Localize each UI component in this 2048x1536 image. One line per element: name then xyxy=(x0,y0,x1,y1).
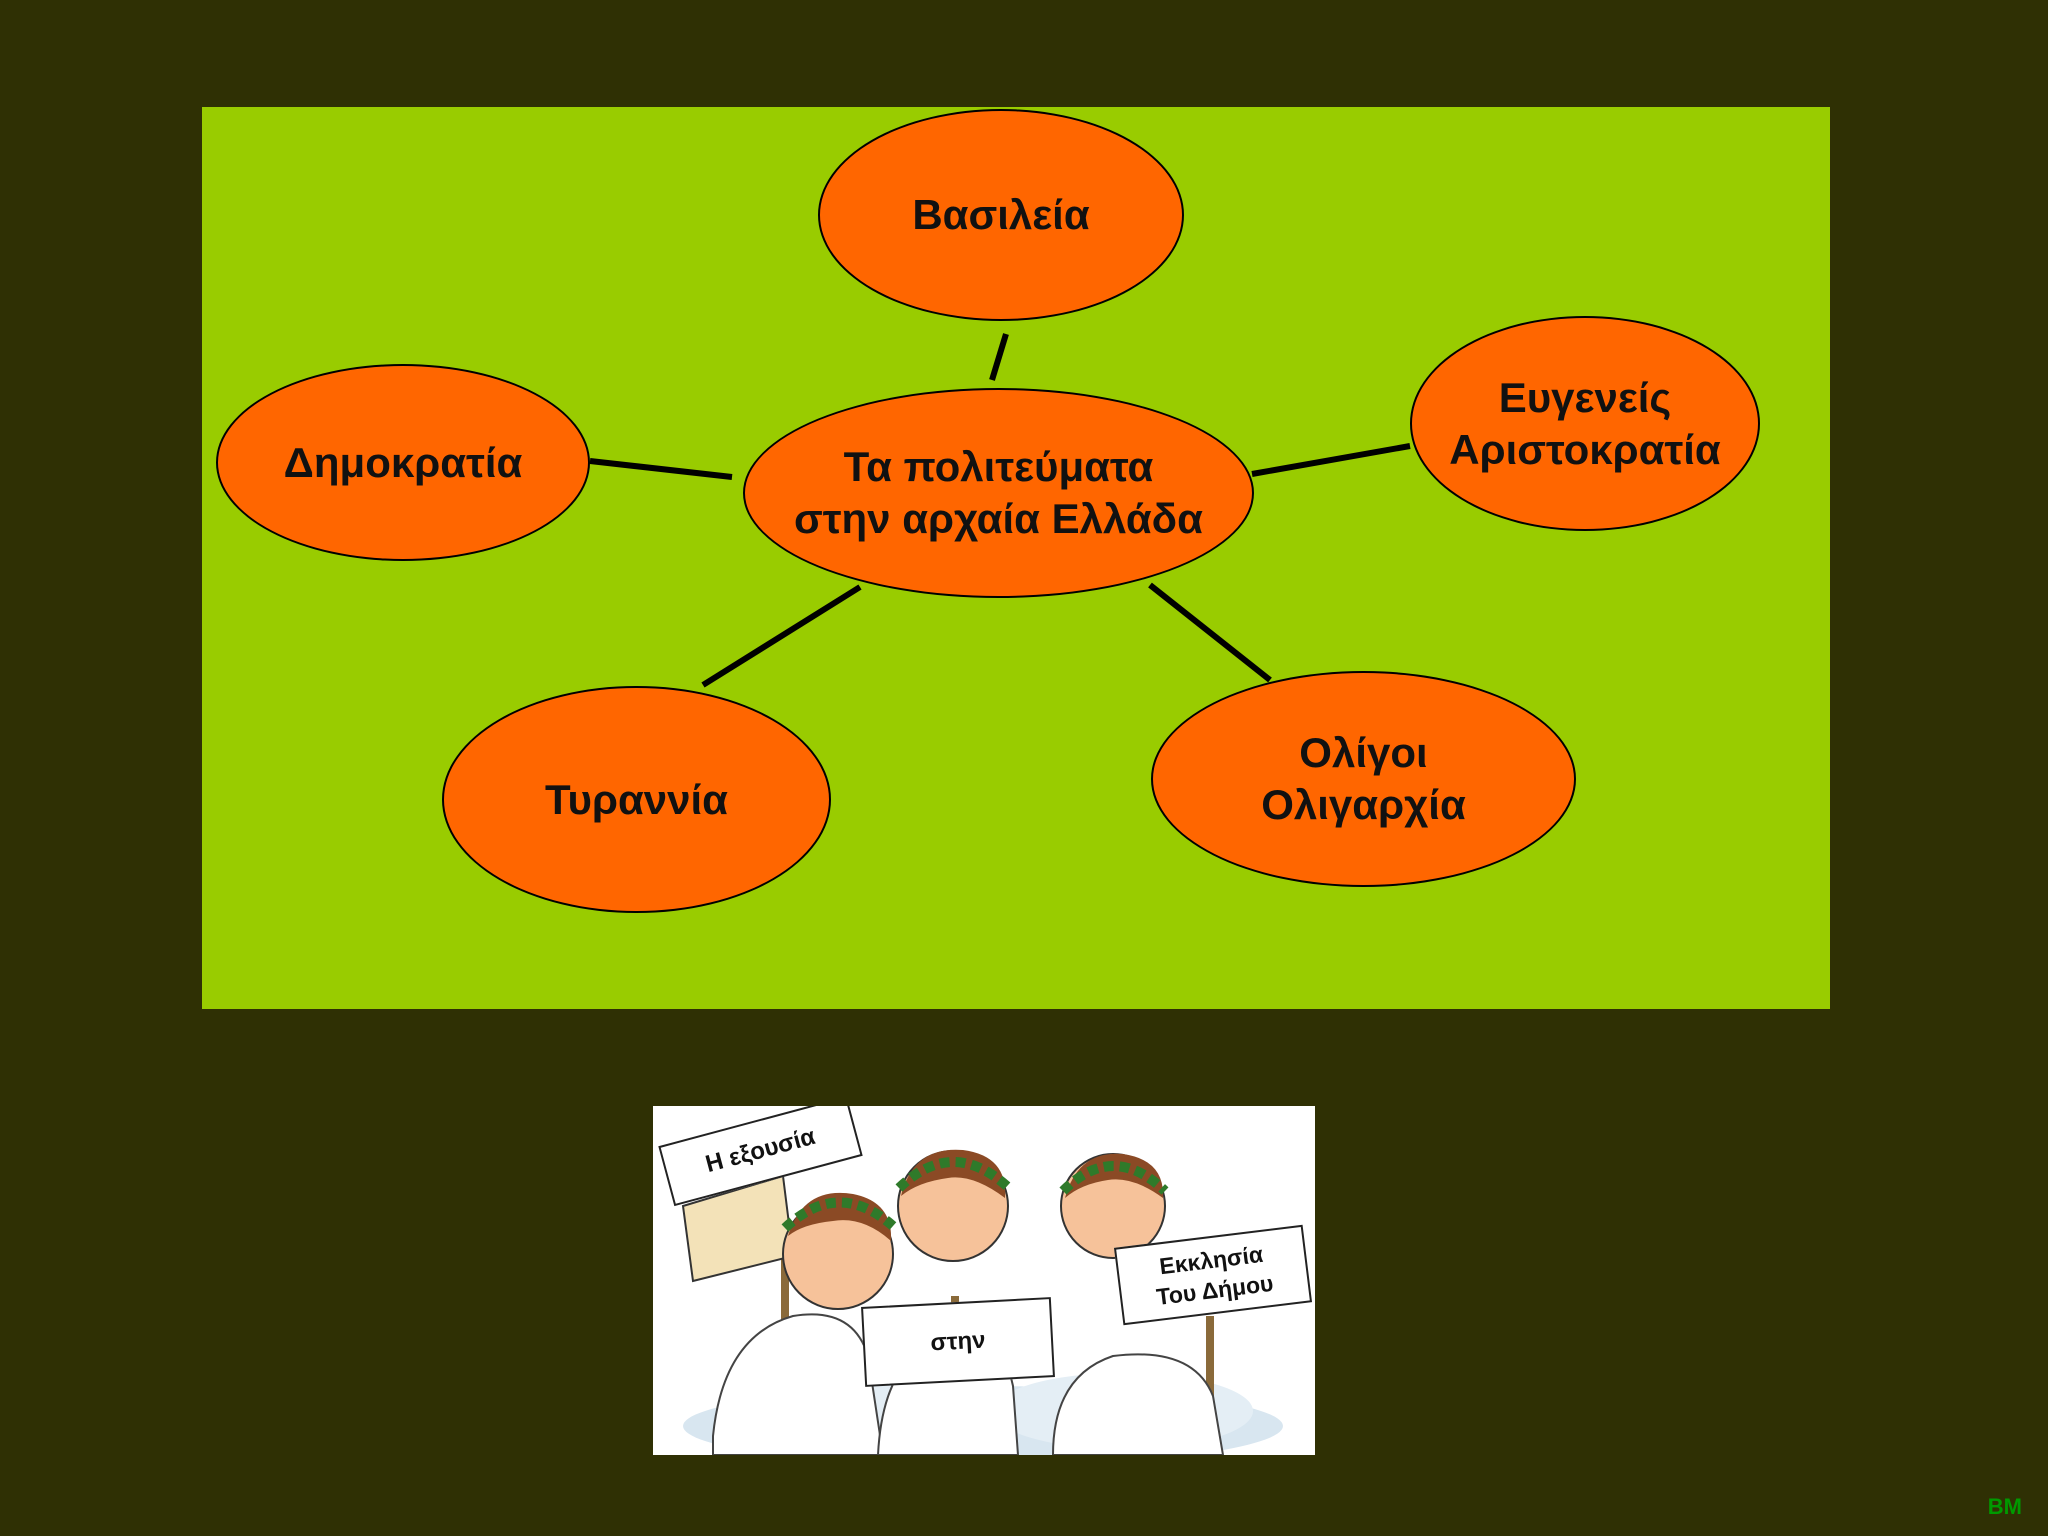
node-eugeneis: Ευγενείς Αριστοκρατία xyxy=(1410,316,1760,531)
connector-oligoi xyxy=(1148,582,1272,683)
author-initials: BM xyxy=(1987,1494,2022,1519)
node-tyrannia-label: Τυραννία xyxy=(545,775,728,823)
sign-in: στην xyxy=(861,1297,1055,1387)
node-basileia-label: Βασιλεία xyxy=(912,191,1090,238)
center-node-label: Τα πολιτεύματα στην αρχαία Ελλάδα xyxy=(794,443,1203,542)
center-node: Τα πολιτεύματα στην αρχαία Ελλάδα xyxy=(743,388,1254,598)
sign-assembly-text: Εκκλησία Του Δήμου xyxy=(1154,1240,1275,1310)
connector-basileia xyxy=(989,333,1009,381)
node-dimokratia-label: Δημοκρατία xyxy=(283,438,523,486)
node-dimokratia: Δημοκρατία xyxy=(216,364,590,561)
node-eugeneis-label: Ευγενείς Αριστοκρατία xyxy=(1449,373,1721,473)
cartoon-illustration: Η εξουσία στην Εκκλησία Του Δήμου xyxy=(653,1106,1315,1455)
connector-eugeneis xyxy=(1251,443,1411,477)
node-oligoi: Ολίγοι Ολιγαρχία xyxy=(1151,671,1576,887)
sign-power-text: Η εξουσία xyxy=(702,1122,819,1179)
connector-dimokratia xyxy=(589,458,733,480)
sign-in-text: στην xyxy=(929,1326,987,1357)
connector-tyrannia xyxy=(701,584,862,688)
node-basileia: Βασιλεία xyxy=(818,109,1184,321)
node-oligoi-label: Ολίγοι Ολιγαρχία xyxy=(1261,729,1466,828)
node-tyrannia: Τυραννία xyxy=(442,686,831,913)
